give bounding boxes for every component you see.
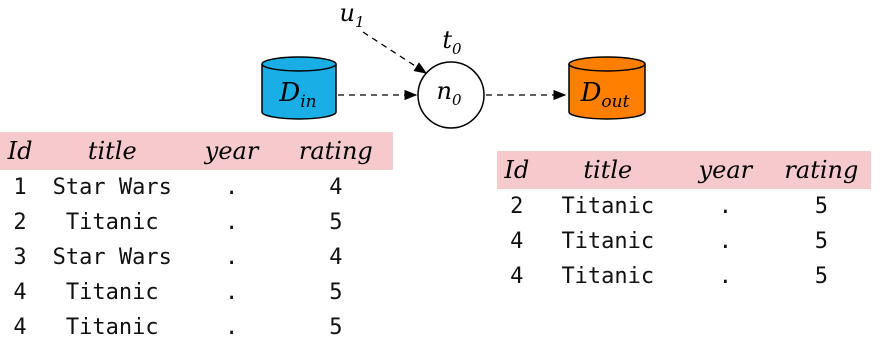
- cell-title: Titanic: [65, 280, 159, 305]
- cell-id: 4: [510, 229, 524, 254]
- cell-id: 2: [510, 194, 524, 219]
- cell-id: 4: [510, 264, 524, 289]
- cell-rating: 5: [814, 194, 828, 219]
- header-id: Id: [497, 151, 537, 189]
- svg-text:n0: n0: [436, 77, 461, 109]
- task-subscript: 0: [452, 40, 462, 58]
- header-rating: rating: [278, 132, 393, 170]
- input-table-header-row: Id title year rating: [0, 132, 393, 170]
- cell-year: .: [718, 194, 732, 219]
- cell-title: Titanic: [65, 315, 159, 340]
- cell-title: Titanic: [561, 229, 655, 254]
- user-to-node-arrow: [362, 31, 428, 74]
- workflow-diagram: Din Dout n0 t0 u1: [261, 0, 646, 129]
- user-label: u: [339, 0, 354, 27]
- cell-id: 4: [13, 315, 27, 340]
- cell-year: .: [718, 264, 732, 289]
- output-table-header-row: Id title year rating: [497, 151, 871, 189]
- cell-title: Titanic: [561, 264, 655, 289]
- task-label: t: [442, 26, 452, 54]
- task-label-group: t0: [442, 26, 462, 58]
- table-row: 4 Titanic . 5: [497, 224, 871, 259]
- svg-text:Din: Din: [278, 78, 316, 112]
- user-subscript: 1: [355, 13, 365, 31]
- cell-title: Star Wars: [52, 245, 172, 270]
- cell-rating: 5: [329, 210, 343, 235]
- cell-id: 2: [13, 210, 27, 235]
- cell-title: Titanic: [65, 210, 159, 235]
- cell-year: .: [224, 245, 239, 270]
- node-label: n: [436, 77, 451, 105]
- cell-rating: 4: [329, 245, 343, 270]
- cell-title: Titanic: [561, 194, 655, 219]
- output-subscript: out: [601, 92, 629, 112]
- header-title: title: [536, 151, 679, 189]
- cell-year: .: [224, 175, 239, 200]
- table-row: 1 Star Wars . 4: [0, 170, 393, 205]
- header-year: year: [678, 151, 772, 189]
- cell-year: .: [224, 210, 239, 235]
- table-row: 2 Titanic . 5: [497, 189, 871, 224]
- table-row: 4 Titanic . 5: [0, 275, 393, 310]
- input-table: Id title year rating 1 Star Wars . 4 2 T…: [0, 132, 393, 345]
- output-database: Dout: [568, 56, 646, 120]
- input-database: Din: [261, 56, 337, 120]
- table-row: 4 Titanic . 5: [0, 310, 393, 345]
- cell-rating: 5: [814, 264, 828, 289]
- table-row: 3 Star Wars . 4: [0, 240, 393, 275]
- input-label: D: [278, 78, 300, 108]
- output-table: Id title year rating 2 Titanic . 5 4 Tit…: [497, 151, 871, 294]
- cell-rating: 5: [814, 229, 828, 254]
- header-id: Id: [0, 132, 41, 170]
- header-rating: rating: [771, 151, 871, 189]
- cell-year: .: [224, 280, 239, 305]
- node-subscript: 0: [452, 91, 462, 109]
- input-subscript: in: [300, 92, 316, 112]
- cell-rating: 5: [329, 315, 343, 340]
- cell-year: .: [224, 315, 239, 340]
- svg-text:Dout: Dout: [580, 78, 630, 112]
- header-year: year: [184, 132, 279, 170]
- cell-id: 4: [13, 280, 27, 305]
- table-row: 4 Titanic . 5: [497, 259, 871, 294]
- output-label: D: [580, 78, 602, 108]
- cell-id: 1: [13, 175, 27, 200]
- user-label-group: u1: [339, 0, 364, 31]
- cell-year: .: [718, 229, 732, 254]
- node-circle: n0: [417, 61, 485, 129]
- header-title: title: [40, 132, 185, 170]
- cell-title: Star Wars: [52, 175, 172, 200]
- cell-id: 3: [13, 245, 27, 270]
- cell-rating: 4: [329, 175, 343, 200]
- table-row: 2 Titanic . 5: [0, 205, 393, 240]
- cell-rating: 5: [329, 280, 343, 305]
